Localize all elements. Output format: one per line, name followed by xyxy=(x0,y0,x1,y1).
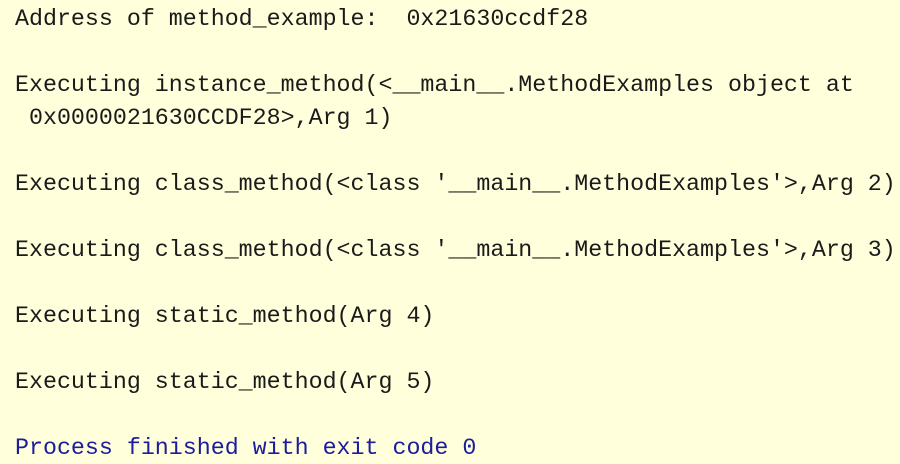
exit-status-message: Process finished with exit code 0 xyxy=(15,435,477,461)
output-line-class-method-3: Executing class_method(<class '__main__.… xyxy=(15,237,896,263)
output-line-instance-method-cont: 0x0000021630CCDF28>,Arg 1) xyxy=(15,105,393,131)
output-line-address: Address of method_example: 0x21630ccdf28 xyxy=(15,6,589,32)
output-line-static-method-4: Executing static_method(Arg 4) xyxy=(15,303,435,329)
output-line-instance-method: Executing instance_method(<__main__.Meth… xyxy=(15,72,854,98)
output-line-class-method-2: Executing class_method(<class '__main__.… xyxy=(15,171,896,197)
output-line-static-method-5: Executing static_method(Arg 5) xyxy=(15,369,435,395)
